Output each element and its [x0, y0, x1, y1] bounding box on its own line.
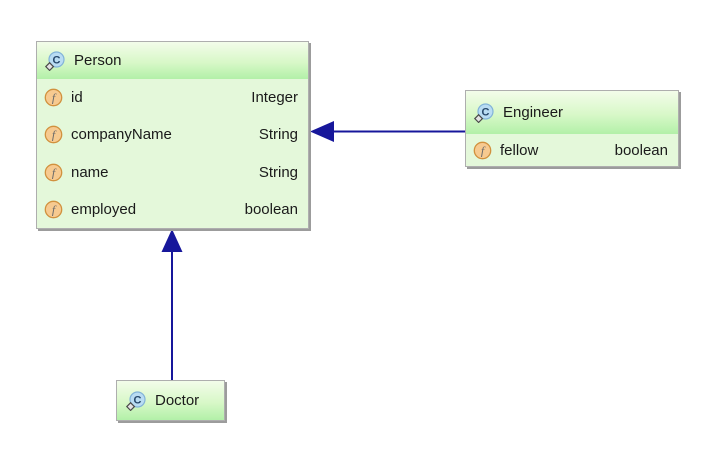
field-list: f fellow boolean — [466, 134, 678, 166]
class-name: Person — [74, 52, 122, 69]
field-icon: f — [44, 88, 63, 107]
svg-text:C: C — [134, 394, 142, 406]
class-icon: C — [45, 50, 65, 71]
field-name: id — [71, 89, 83, 107]
svg-text:f: f — [481, 143, 486, 157]
svg-text:f: f — [52, 202, 57, 216]
field-type: String — [258, 163, 298, 181]
class-icon: C — [474, 102, 494, 123]
class-box-person[interactable]: C Person f id Integer f companyName S — [36, 41, 309, 229]
field-type: String — [258, 126, 298, 144]
field-list: f id Integer f companyName String f name — [37, 79, 308, 228]
arrowhead-icon — [161, 229, 183, 252]
field-icon: f — [473, 141, 492, 159]
field-row[interactable]: f employed boolean — [37, 191, 308, 228]
svg-text:f: f — [52, 165, 57, 179]
field-row[interactable]: f companyName String — [37, 116, 308, 153]
field-row[interactable]: f name String — [37, 154, 308, 191]
field-name: companyName — [71, 126, 172, 144]
class-box-engineer[interactable]: C Engineer f fellow boolean — [465, 90, 679, 167]
field-type: Integer — [251, 89, 298, 107]
class-box-doctor[interactable]: C Doctor — [116, 380, 225, 421]
svg-text:f: f — [52, 128, 57, 142]
field-name: employed — [71, 200, 137, 218]
class-header-engineer[interactable]: C Engineer — [466, 91, 678, 134]
class-name: Engineer — [503, 104, 564, 121]
field-icon: f — [44, 126, 63, 144]
field-name: name — [71, 163, 109, 181]
field-name: fellow — [500, 141, 539, 159]
field-type: boolean — [244, 200, 298, 218]
field-row[interactable]: f fellow boolean — [466, 134, 678, 166]
field-type: boolean — [614, 141, 668, 159]
svg-text:f: f — [52, 91, 57, 105]
svg-text:C: C — [482, 106, 490, 118]
generalization-arrow-engineer-to-person[interactable] — [310, 121, 465, 142]
class-name: Doctor — [155, 392, 200, 409]
class-header-doctor[interactable]: C Doctor — [117, 381, 224, 420]
class-header-person[interactable]: C Person — [37, 42, 308, 79]
generalization-arrow-doctor-to-person[interactable] — [161, 229, 183, 380]
svg-text:C: C — [53, 54, 61, 66]
class-icon: C — [126, 390, 146, 411]
field-icon: f — [44, 200, 63, 219]
arrowhead-icon — [310, 121, 334, 142]
field-icon: f — [44, 163, 63, 181]
field-row[interactable]: f id Integer — [37, 79, 308, 116]
